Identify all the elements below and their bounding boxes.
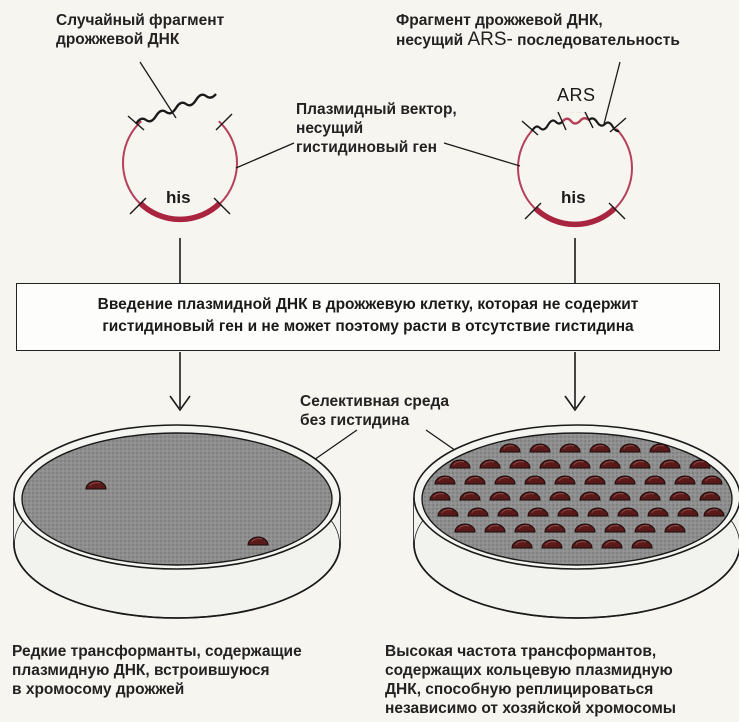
label-ars-tag: ARS	[557, 85, 596, 106]
label-selective-medium: Селективная среда без гистидина	[300, 392, 449, 430]
label-ars-fragment: Фрагмент дрожжевой ДНК, несущий ARS- пос…	[396, 11, 680, 50]
caption-right: Высокая частота трансформантов, содержащ…	[385, 642, 676, 718]
caption-left-line-3: в хромосому дрожжей	[12, 680, 302, 699]
right-his-segment	[535, 208, 615, 224]
left-dish-agar	[22, 433, 332, 565]
label-random-fragment: Случайный фрагмент дрожжевой ДНК	[56, 11, 224, 49]
label-ars-fragment-line-2: несущий ARS- последовательность	[396, 30, 680, 50]
caption-right-line-3: ДНК, способную реплицироваться	[385, 680, 676, 699]
label-random-fragment-line-1: Случайный фрагмент	[56, 11, 224, 30]
label-selective-medium-line-1: Селективная среда	[300, 392, 449, 411]
label-vector-line-2: несущий	[296, 119, 457, 138]
label-ars-term: ARS-	[467, 29, 512, 50]
label-selective-medium-line-2: без гистидина	[300, 411, 449, 430]
ars-sequence	[562, 118, 589, 123]
leader-ars-fragment	[604, 62, 620, 124]
process-box: Введение плазмидной ДНК в дрожжевую клет…	[16, 283, 720, 351]
caption-right-line-2: содержащих кольцевую плазмидную	[385, 661, 676, 680]
label-vector: Плазмидный вектор, несущий гистидиновый …	[296, 100, 457, 157]
caption-right-line-1: Высокая частота трансформантов,	[385, 642, 676, 661]
process-box-line-2: гистидиновый ген и не может поэтому раст…	[17, 316, 719, 338]
label-vector-line-1: Плазмидный вектор,	[296, 100, 457, 119]
process-box-line-1: Введение плазмидной ДНК в дрожжевую клет…	[17, 294, 719, 316]
leader-vector-left	[236, 143, 294, 168]
left-petri-dish	[14, 425, 340, 618]
label-his-right: his	[561, 188, 586, 208]
caption-left-line-1: Редкие трансформанты, содержащие	[12, 642, 302, 661]
right-petri-dish	[414, 425, 739, 618]
caption-left: Редкие трансформанты, содержащие плазмид…	[12, 642, 302, 699]
label-ars-prefix: несущий	[396, 32, 467, 49]
right-insert-tick-2	[558, 112, 566, 130]
label-vector-line-3: гистидиновый ген	[296, 138, 457, 157]
label-ars-fragment-line-1: Фрагмент дрожжевой ДНК,	[396, 11, 680, 30]
label-ars-suffix: последовательность	[513, 32, 680, 49]
label-his-left: his	[166, 188, 191, 208]
caption-right-line-4: независимо от хозяйской хромосомы	[385, 699, 676, 718]
caption-left-line-2: плазмидную ДНК, встроившуюся	[12, 661, 302, 680]
label-random-fragment-line-2: дрожжевой ДНК	[56, 30, 224, 49]
